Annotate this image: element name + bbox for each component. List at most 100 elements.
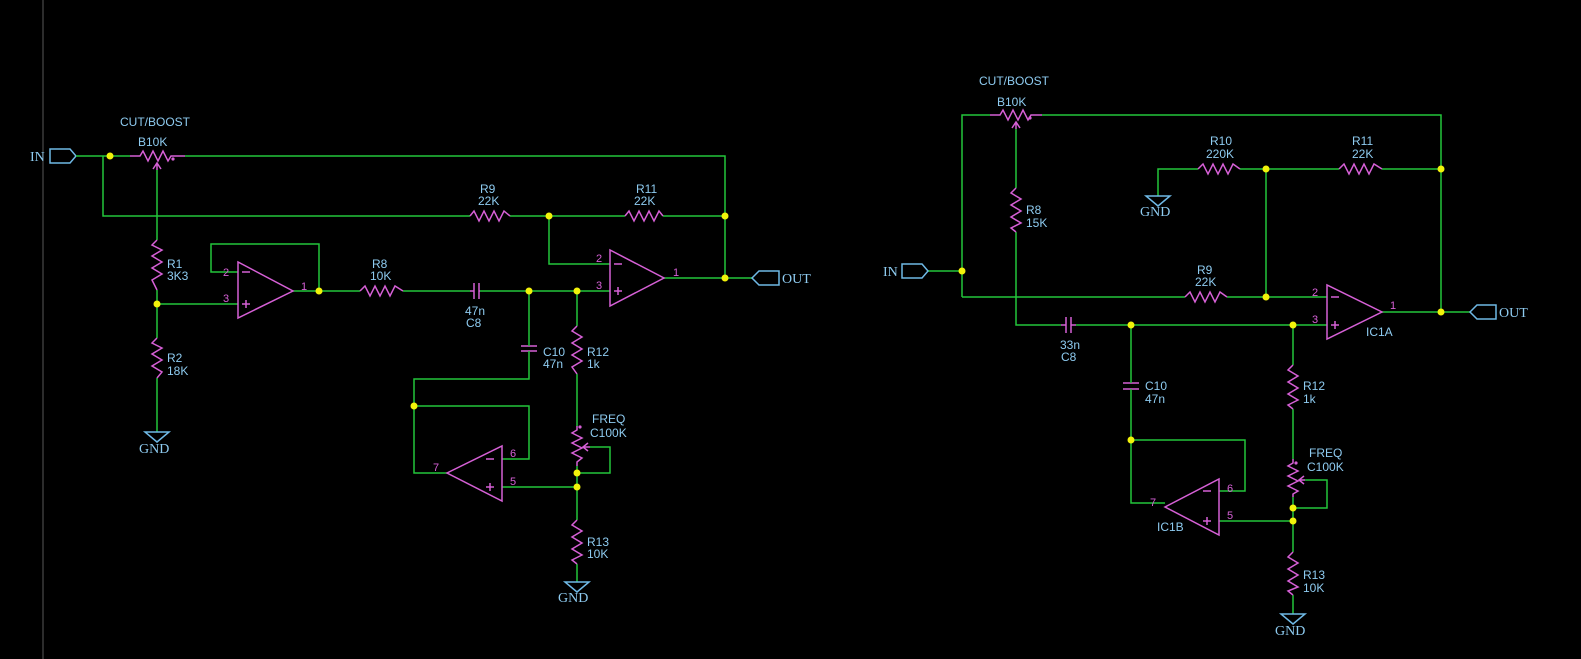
left-r9-name: R9 bbox=[480, 182, 496, 196]
left-r2-value: 18K bbox=[167, 364, 188, 378]
right-r12-value: 1k bbox=[1303, 392, 1317, 406]
right-r13: R13 10K bbox=[1286, 551, 1325, 596]
right-pot-value: B10K bbox=[997, 95, 1026, 109]
left-r2-name: R2 bbox=[167, 351, 183, 365]
left-cutboost-pot: CUT/BOOST B10K bbox=[120, 115, 191, 170]
left-r8: R8 10K bbox=[359, 257, 404, 298]
right-circuit: IN CUT/BOOST B10K R10 220K R11 22K GND bbox=[883, 74, 1528, 639]
left-freq-name: FREQ bbox=[592, 412, 625, 426]
right-r11-value: 22K bbox=[1352, 147, 1373, 161]
left-r11-name: R11 bbox=[636, 182, 657, 196]
right-r9-value: 22K bbox=[1195, 275, 1216, 289]
left-main-pin-out: 1 bbox=[673, 267, 679, 279]
left-r11: R11 22K bbox=[624, 182, 664, 223]
right-r11: R11 22K bbox=[1338, 134, 1383, 176]
left-pot-value: B10K bbox=[138, 135, 167, 149]
right-c10-name: C10 bbox=[1145, 379, 1167, 393]
right-gnd-1: GND bbox=[1140, 195, 1173, 220]
right-out-label: OUT bbox=[1499, 306, 1528, 321]
left-in-label: IN bbox=[30, 150, 45, 165]
right-r12: R12 1k bbox=[1286, 364, 1325, 410]
left-freq-value: C100K bbox=[590, 426, 627, 440]
right-main-pin-out: 1 bbox=[1390, 300, 1396, 312]
left-gnd-1: GND bbox=[139, 431, 172, 457]
right-r8-value: 15K bbox=[1026, 216, 1047, 230]
left-c10-name: C10 bbox=[543, 345, 565, 359]
left-wires bbox=[76, 155, 752, 582]
right-gnd-2: GND bbox=[1275, 613, 1308, 639]
right-c8-name: C8 bbox=[1061, 350, 1077, 364]
left-buffer-pin-minus: 2 bbox=[223, 267, 229, 279]
left-buffer-pin-plus: 3 bbox=[223, 293, 229, 305]
right-gyr-pin-out: 7 bbox=[1150, 497, 1156, 509]
right-gyrator-opamp: 6 5 7 IC1B bbox=[1150, 477, 1233, 537]
right-ic1b-label: IC1B bbox=[1157, 520, 1184, 534]
right-r12-name: R12 bbox=[1303, 379, 1325, 393]
left-out-label: OUT bbox=[782, 272, 811, 287]
left-c10: C10 47n bbox=[521, 343, 565, 371]
left-r13: R13 10K bbox=[570, 519, 609, 565]
left-circuit: IN bbox=[30, 115, 811, 606]
left-pot-title: CUT/BOOST bbox=[120, 115, 191, 129]
left-r2: R2 18K bbox=[150, 337, 188, 379]
right-r10-name: R10 bbox=[1210, 134, 1232, 148]
right-r8: R8 15K bbox=[1009, 187, 1047, 233]
right-main-pin-plus: 3 bbox=[1312, 314, 1318, 326]
right-freq-name: FREQ bbox=[1309, 446, 1342, 460]
right-in-label: IN bbox=[883, 265, 898, 280]
right-c8-value: 33n bbox=[1060, 338, 1080, 352]
left-r8-name: R8 bbox=[372, 257, 388, 271]
right-r10: R10 220K bbox=[1197, 134, 1241, 176]
left-buffer-pin-out: 1 bbox=[301, 281, 307, 293]
left-r13-value: 10K bbox=[587, 547, 608, 561]
right-wires bbox=[928, 114, 1470, 614]
left-buffer-opamp: 2 3 1 bbox=[223, 260, 307, 320]
left-gyrator-opamp: 6 5 7 bbox=[433, 444, 516, 503]
right-ic1a-label: IC1A bbox=[1366, 325, 1393, 339]
right-r13-value: 10K bbox=[1303, 581, 1324, 595]
right-main-pin-minus: 2 bbox=[1312, 287, 1318, 299]
right-cutboost-pot: CUT/BOOST B10K bbox=[979, 74, 1050, 129]
left-r13-name: R13 bbox=[587, 535, 609, 549]
left-r1-value: 3K3 bbox=[167, 269, 189, 283]
left-r9: R9 22K bbox=[469, 182, 511, 223]
right-gnd-1-label: GND bbox=[1140, 205, 1170, 220]
right-r11-name: R11 bbox=[1352, 134, 1373, 148]
right-freq-value: C100K bbox=[1307, 460, 1344, 474]
left-gyr-pin-minus: 6 bbox=[510, 448, 516, 460]
right-r9: R9 22K bbox=[1184, 263, 1228, 304]
left-junctions bbox=[106, 152, 729, 491]
left-gnd-2-label: GND bbox=[558, 591, 588, 606]
right-pot-title: CUT/BOOST bbox=[979, 74, 1050, 88]
left-out-port: OUT bbox=[750, 270, 811, 287]
left-gyr-pin-out: 7 bbox=[433, 462, 439, 474]
left-gnd-1-label: GND bbox=[139, 442, 169, 457]
right-out-port: OUT bbox=[1468, 304, 1528, 321]
right-c10: C10 47n bbox=[1123, 379, 1167, 406]
right-freq-pot: FREQ C100K bbox=[1286, 446, 1344, 497]
right-main-opamp: 2 3 1 IC1A bbox=[1312, 283, 1396, 341]
left-r12-name: R12 bbox=[587, 345, 609, 359]
left-main-opamp: 2 3 1 bbox=[596, 248, 679, 308]
left-c10-value: 47n bbox=[543, 357, 563, 371]
right-c8: 33n C8 bbox=[1060, 317, 1080, 364]
right-r9-name: R9 bbox=[1197, 263, 1213, 277]
left-r8-value: 10K bbox=[370, 269, 391, 283]
left-r9-value: 22K bbox=[478, 194, 499, 208]
left-main-pin-minus: 2 bbox=[596, 253, 602, 265]
left-main-pin-plus: 3 bbox=[596, 280, 602, 292]
left-c8-name: C8 bbox=[466, 316, 482, 330]
right-c10-value: 47n bbox=[1145, 392, 1165, 406]
left-gnd-2: GND bbox=[558, 581, 592, 606]
left-gyr-pin-plus: 5 bbox=[510, 476, 516, 488]
right-r8-name: R8 bbox=[1026, 203, 1042, 217]
left-r12: R12 1k bbox=[570, 325, 609, 375]
right-gyr-pin-minus: 6 bbox=[1227, 483, 1233, 495]
left-r1-name: R1 bbox=[167, 257, 183, 271]
right-gyr-pin-plus: 5 bbox=[1227, 510, 1233, 522]
right-gnd-2-label: GND bbox=[1275, 624, 1305, 639]
left-freq-pot: FREQ C100K bbox=[570, 412, 627, 466]
left-r1: R1 3K3 bbox=[150, 239, 189, 291]
left-c8-value: 47n bbox=[465, 304, 485, 318]
